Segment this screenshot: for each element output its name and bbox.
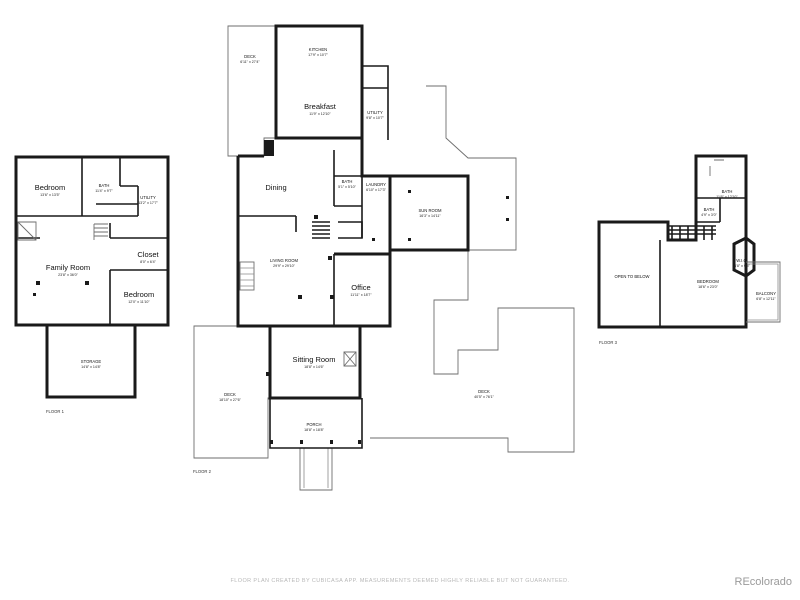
room-breakfast: Breakfast 11'9" x 12'10" [304, 102, 337, 116]
room-dimensions: 11'4" x 9'7" [95, 189, 113, 193]
room-utility-floor1: UTILITY 13'2" x 17'7" [138, 195, 158, 205]
room-name: STORAGE [81, 359, 102, 364]
room-dining: Dining [265, 183, 286, 192]
room-dimensions: 14'8" x 14'8" [81, 365, 101, 369]
room-bath-floor1: BATH 11'4" x 9'7" [95, 183, 113, 193]
room-bath-floor2: BATH 5'1" x 5'10" [338, 179, 356, 189]
room-dimensions: 40'5" x 76'1" [474, 395, 494, 399]
room-dimensions: 5'1" x 5'10" [338, 185, 356, 189]
room-dimensions: 29'9" x 29'10" [273, 264, 295, 268]
floor-3-walls [597, 154, 781, 329]
room-wic: W.I.C. 3'8" x 9'5" [734, 258, 750, 268]
room-dimensions: 12'0" x 11'10" [128, 300, 150, 304]
room-name: BATH [704, 207, 715, 212]
room-dimensions: 6'8" x 12'11" [756, 297, 776, 301]
room-dimensions: 23'8" x 36'0" [58, 273, 78, 277]
floor-2-outlines [193, 25, 575, 491]
floor-2-plan: DECK 6'11" x 27'4" KITCHEN 17'9" x 10'7"… [193, 24, 575, 491]
floor-1-label: FLOOR 1 [46, 409, 65, 414]
floor-2-walls [236, 24, 509, 449]
room-name: BATH [99, 183, 110, 188]
room-name: LAUNDRY [366, 182, 386, 187]
room-dimensions: 18'8" x 18'8" [304, 428, 324, 432]
room-sitting-room: Sitting Room 18'8" x 14'6" [293, 355, 336, 369]
floor-1-walls [14, 155, 170, 399]
room-dimensions: 9'8" x 10'7" [366, 116, 384, 120]
room-name: Office [351, 283, 370, 292]
room-family-room: Family Room 23'8" x 36'0" [46, 263, 90, 277]
room-bath-floor3-large: BATH 11'6" x 12'10" [716, 189, 738, 199]
room-open-to-below: OPEN TO BELOW [615, 274, 650, 279]
room-dimensions: 13'6" x 13'5" [40, 193, 60, 197]
room-name: Bedroom [35, 183, 65, 192]
room-name: OPEN TO BELOW [615, 274, 650, 279]
room-deck-large: DECK 40'5" x 76'1" [474, 389, 494, 399]
room-living-room: LIVING ROOM 29'9" x 29'10" [270, 258, 298, 268]
room-sun-room: SUN ROOM 16'3" x 14'11" [418, 208, 442, 218]
room-name: Bedroom [124, 290, 154, 299]
room-dimensions: 17'9" x 10'7" [308, 53, 328, 57]
room-dimensions: 8'0" x 6'4" [140, 260, 156, 264]
room-name: UTILITY [140, 195, 156, 200]
room-dimensions: 18'10" x 27'6" [219, 398, 241, 402]
room-dimensions: 18'6" x 23'0" [698, 285, 718, 289]
floor-2-label: FLOOR 2 [193, 469, 212, 474]
room-name: PORCH [306, 422, 321, 427]
room-balcony: BALCONY 6'8" x 12'11" [756, 291, 776, 301]
room-dimensions: 11'9" x 12'10" [309, 112, 331, 116]
room-dimensions: 4'9" x 3'0" [701, 213, 717, 217]
room-deck-lower-left: DECK 18'10" x 27'6" [219, 392, 241, 402]
room-dimensions: 6'11" x 27'4" [240, 60, 260, 64]
room-name: Sitting Room [293, 355, 336, 364]
room-closet-floor1: Closet 8'0" x 6'4" [137, 250, 159, 264]
room-laundry: LAUNDRY 6'10" x 17'3" [366, 182, 387, 192]
room-dimensions: 11'11" x 18'7" [350, 293, 372, 297]
room-dimensions: 16'3" x 14'11" [419, 214, 441, 218]
room-name: UTILITY [367, 110, 383, 115]
room-bedroom-floor3: BEDROOM 18'6" x 23'0" [697, 279, 719, 289]
room-dimensions: 18'8" x 14'6" [304, 365, 324, 369]
room-dimensions: 3'8" x 9'5" [734, 264, 750, 268]
room-porch: PORCH 18'8" x 18'8" [304, 422, 324, 432]
room-name: DECK [244, 54, 256, 59]
room-deck-upper: DECK 6'11" x 27'4" [240, 54, 260, 64]
room-name: LIVING ROOM [270, 258, 298, 263]
room-bath-floor3-small: BATH 4'9" x 3'0" [701, 207, 717, 217]
floor-1-plan: Bedroom 13'6" x 13'5" BATH 11'4" x 9'7" … [14, 155, 170, 414]
room-name: W.I.C. [736, 258, 747, 263]
room-name: Breakfast [304, 102, 337, 111]
room-dimensions: 13'2" x 17'7" [138, 201, 158, 205]
room-name: BALCONY [756, 291, 776, 296]
brand-watermark: REcolorado [734, 576, 792, 588]
floor-plan-disclaimer: FLOOR PLAN CREATED BY CUBICASA APP. MEAS… [230, 578, 570, 584]
room-bedroom-floor1-b: Bedroom 12'0" x 11'10" [124, 290, 154, 304]
room-name: DECK [224, 392, 236, 397]
room-name: BEDROOM [697, 279, 719, 284]
room-office: Office 11'11" x 18'7" [350, 283, 372, 297]
room-name: Dining [265, 183, 286, 192]
room-name: Family Room [46, 263, 90, 272]
room-storage-floor1: STORAGE 14'8" x 14'8" [81, 359, 102, 369]
room-name: KITCHEN [309, 47, 327, 52]
room-bedroom-floor1-a: Bedroom 13'6" x 13'5" [35, 183, 65, 197]
room-dimensions: 6'10" x 17'3" [366, 188, 386, 192]
room-dimensions: 11'6" x 12'10" [716, 195, 738, 199]
room-name: Closet [137, 250, 159, 259]
room-kitchen: KITCHEN 17'9" x 10'7" [308, 47, 328, 57]
floor-3-plan: BATH 11'6" x 12'10" BATH 4'9" x 3'0" W.I… [597, 154, 781, 345]
room-name: DECK [478, 389, 490, 394]
room-name: BATH [722, 189, 733, 194]
room-name: SUN ROOM [418, 208, 442, 213]
room-name: BATH [342, 179, 353, 184]
floor-3-label: FLOOR 3 [599, 340, 618, 345]
room-utility-floor2: UTILITY 9'8" x 10'7" [366, 110, 384, 120]
